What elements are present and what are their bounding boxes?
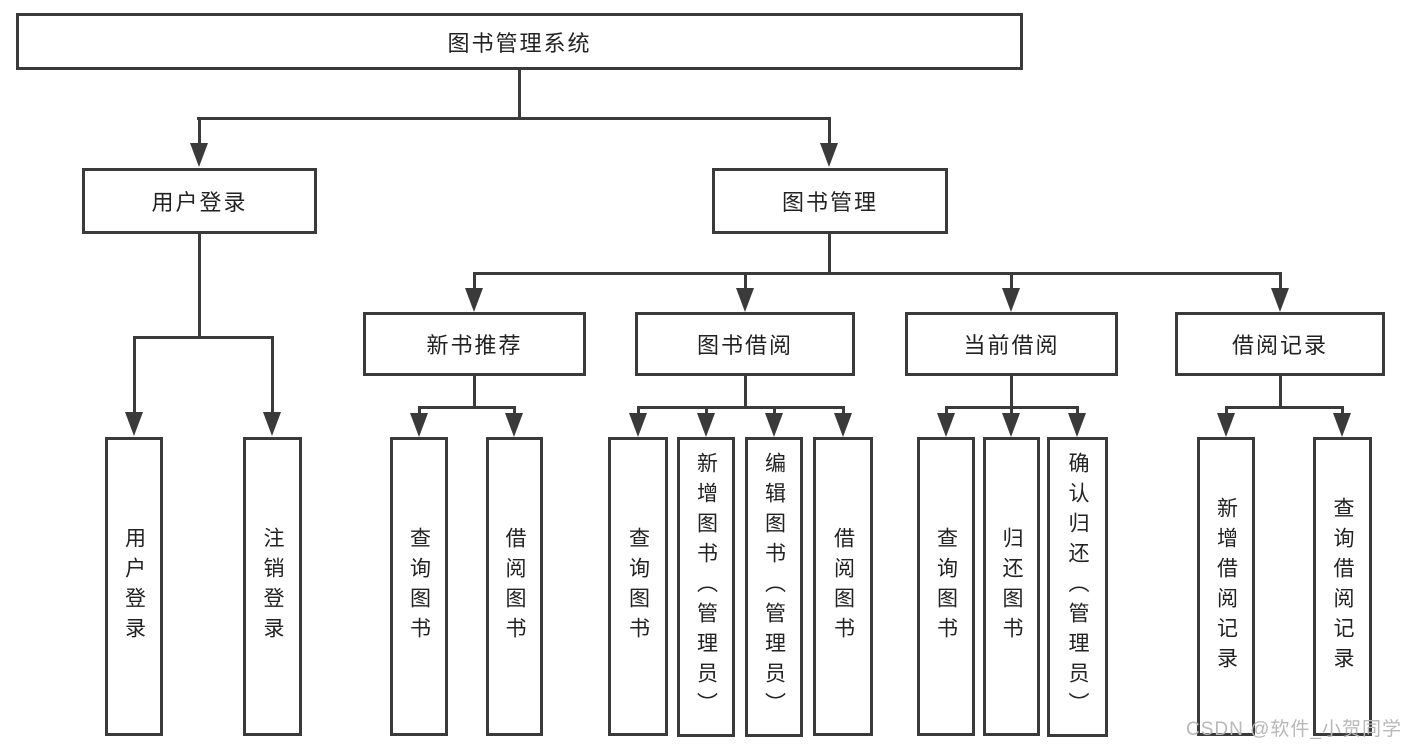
connector-vline bbox=[1076, 406, 1079, 416]
connector-vline bbox=[637, 406, 640, 416]
connector-hline bbox=[197, 117, 831, 120]
node-current-borrowing: 当前借阅 bbox=[905, 312, 1118, 376]
node-borrowing-records: 借阅记录 bbox=[1175, 312, 1385, 376]
leaf-logout: 注销登录 bbox=[243, 437, 302, 736]
arrowhead-down-icon bbox=[1002, 413, 1020, 437]
leaf-add-borrow-record: 新增借阅记录 bbox=[1197, 437, 1255, 736]
connector-vline bbox=[271, 336, 274, 413]
node-book-management: 图书管理 bbox=[712, 168, 948, 234]
leaf-edit-book-admin: 编辑图书（管理员） bbox=[745, 437, 803, 737]
connector-vline bbox=[828, 117, 831, 145]
arrowhead-down-icon bbox=[820, 143, 838, 167]
connector-hline bbox=[133, 336, 274, 339]
connector-vline bbox=[1279, 272, 1282, 290]
connector-vline bbox=[1225, 406, 1228, 416]
connector-vline bbox=[1010, 272, 1013, 290]
connector-vline bbox=[744, 376, 747, 408]
leaf-borrow-book-recommend: 借阅图书 bbox=[486, 437, 543, 736]
connector-vline bbox=[198, 117, 201, 145]
arrowhead-down-icon bbox=[263, 412, 281, 436]
arrowhead-down-icon bbox=[834, 413, 852, 437]
connector-vline bbox=[1010, 376, 1013, 408]
arrowhead-down-icon bbox=[410, 413, 428, 437]
node-book-management-system: 图书管理系统 bbox=[16, 13, 1023, 70]
connector-vline bbox=[518, 69, 521, 118]
leaf-return-book: 归还图书 bbox=[983, 437, 1040, 736]
arrowhead-down-icon bbox=[125, 412, 143, 436]
connector-hline bbox=[1225, 406, 1344, 409]
leaf-borrow-book: 借阅图书 bbox=[813, 437, 873, 736]
connector-vline bbox=[1010, 406, 1013, 416]
connector-vline bbox=[473, 376, 476, 408]
arrowhead-down-icon bbox=[1068, 413, 1086, 437]
connector-vline bbox=[1279, 376, 1282, 408]
arrowhead-down-icon bbox=[1217, 413, 1235, 437]
arrowhead-down-icon bbox=[505, 413, 523, 437]
node-book-borrowing: 图书借阅 bbox=[635, 312, 855, 376]
connector-vline bbox=[1341, 406, 1344, 416]
leaf-query-books-recommend: 查询图书 bbox=[390, 437, 448, 736]
leaf-confirm-return-admin: 确认归还（管理员） bbox=[1047, 437, 1108, 737]
arrowhead-down-icon bbox=[697, 413, 715, 437]
connector-hline bbox=[473, 272, 1282, 275]
arrowhead-down-icon bbox=[465, 288, 483, 312]
connector-vline bbox=[473, 272, 476, 290]
node-user-login: 用户登录 bbox=[82, 168, 317, 234]
leaf-query-books-borrowing: 查询图书 bbox=[608, 437, 668, 736]
leaf-query-borrow-record: 查询借阅记录 bbox=[1313, 437, 1372, 736]
connector-vline bbox=[828, 234, 831, 274]
node-new-book-recommend: 新书推荐 bbox=[363, 312, 586, 376]
leaf-user-login: 用户登录 bbox=[105, 437, 163, 736]
arrowhead-down-icon bbox=[765, 413, 783, 437]
arrowhead-down-icon bbox=[1002, 288, 1020, 312]
arrowhead-down-icon bbox=[937, 413, 955, 437]
watermark: CSDN @软件_小贺同学 bbox=[1186, 719, 1402, 740]
leaf-add-book-admin: 新增图书（管理员） bbox=[677, 437, 735, 737]
connector-hline bbox=[637, 406, 845, 409]
arrowhead-down-icon bbox=[1271, 288, 1289, 312]
connector-vline bbox=[133, 336, 136, 413]
connector-vline bbox=[945, 406, 948, 416]
arrowhead-down-icon bbox=[736, 288, 754, 312]
connector-vline bbox=[842, 406, 845, 416]
arrowhead-down-icon bbox=[190, 143, 208, 167]
connector-vline bbox=[773, 406, 776, 416]
connector-vline bbox=[513, 406, 516, 416]
connector-vline bbox=[705, 406, 708, 416]
connector-vline bbox=[198, 234, 201, 338]
connector-vline bbox=[744, 272, 747, 290]
leaf-query-books-current: 查询图书 bbox=[917, 437, 975, 736]
connector-vline bbox=[418, 406, 421, 416]
arrowhead-down-icon bbox=[1333, 413, 1351, 437]
arrowhead-down-icon bbox=[629, 413, 647, 437]
connector-hline bbox=[418, 406, 516, 409]
